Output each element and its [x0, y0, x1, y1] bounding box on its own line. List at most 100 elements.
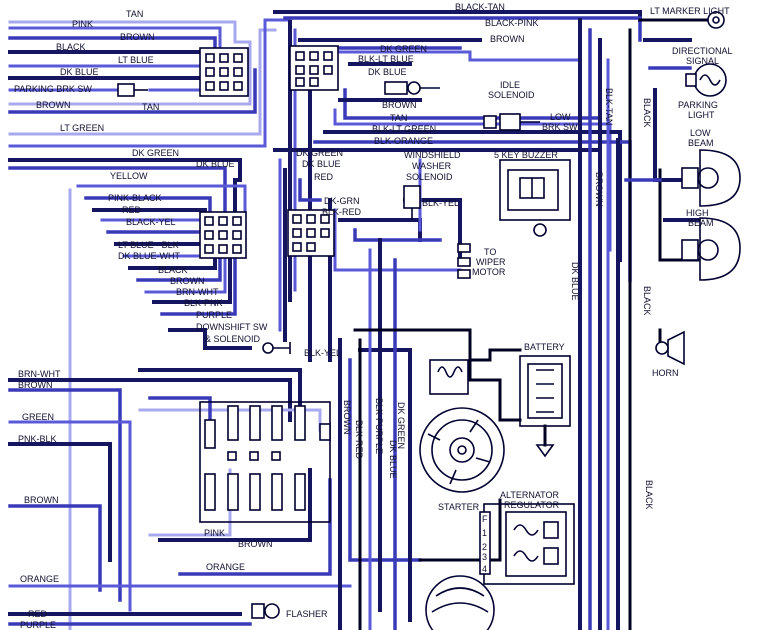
label-tan-top: TAN — [126, 9, 143, 19]
label-battery: BATTERY — [524, 342, 565, 352]
terminal-1: 1 — [482, 528, 487, 538]
label-blk-pnk: BLK-PNK — [184, 298, 223, 308]
label-dk-blue-left2: DK BLUE — [196, 159, 235, 169]
label-parking-brk-sw: PARKING BRK SW — [14, 84, 92, 94]
label-brown-right-top: BROWN — [490, 34, 525, 44]
label-washer: WASHER — [412, 161, 452, 171]
label-low-brk-2: BRK SW — [542, 122, 578, 132]
label-wiper: WIPER — [476, 257, 506, 267]
label-blk-purple-vert: BLK-PURPLE — [374, 398, 384, 454]
label-blk-red: BLK-RED — [322, 207, 362, 217]
connector-block-center-lower — [287, 209, 335, 257]
lt-marker-light — [707, 11, 725, 29]
starter — [418, 498, 502, 630]
label-motor: MOTOR — [472, 267, 506, 277]
label-black-pink: BLACK-PINK — [485, 18, 539, 28]
terminal-2: 2 — [482, 542, 487, 552]
label-lt-blue-left: LT BLUE — [118, 55, 154, 65]
label-flasher: FLASHER — [286, 609, 328, 619]
key-buzzer — [499, 159, 571, 237]
label-brown-left4: BROWN — [24, 495, 59, 505]
label-high-beam-2: BEAM — [688, 218, 714, 228]
label-pnk-blk: PNK-BLK — [18, 434, 57, 444]
label-black-left: BLACK — [56, 42, 86, 52]
label-pink: PINK — [72, 19, 93, 29]
label-red-left: RED — [122, 205, 142, 215]
label-downshift-sw: DOWNSHIFT SW — [196, 322, 268, 332]
label-regulator: REGULATOR — [504, 500, 560, 510]
label-orange-mid: ORANGE — [206, 562, 245, 572]
label-brown-bottom: BROWN — [238, 539, 273, 549]
label-lt-marker-light: LT MARKER LIGHT — [650, 6, 730, 16]
label-light: LIGHT — [688, 110, 715, 120]
label-brown-vert2: BROWN — [342, 400, 352, 435]
label-black-tan: BLACK-TAN — [455, 2, 505, 12]
label-low-brk-1: LOW — [550, 112, 571, 122]
label-brown-left2: BROWN — [36, 100, 71, 110]
label-brown-vert: BROWN — [594, 172, 604, 207]
label-blk-yel-mid: BLK-YEL — [304, 348, 341, 358]
label-brown-left3: BROWN — [18, 380, 53, 390]
label-purple-bottom: PURPLE — [20, 620, 56, 630]
label-solenoid: SOLENOID — [488, 90, 535, 100]
horn — [655, 330, 685, 366]
label-black-mid: BLACK — [158, 265, 188, 275]
terminal-4: 4 — [482, 564, 487, 574]
downshift-switch — [262, 342, 291, 354]
wire-label-layer: TAN PINK BROWN BLACK LT BLUE DK BLUE PAR… — [14, 2, 733, 630]
label-dk-green-center: DK GREEN — [296, 148, 343, 158]
label-blk-tan-vert: BLK-TAN — [604, 88, 614, 125]
label-dk-green-top: DK GREEN — [380, 44, 427, 54]
label-black-vert-top: BLACK — [642, 98, 652, 128]
label-low-beam-2: BEAM — [688, 138, 714, 148]
label-alternator: ALTERNATOR — [500, 490, 560, 500]
label-dk-blue-center: DK BLUE — [302, 159, 341, 169]
label-starter: STARTER — [438, 502, 480, 512]
label-brown-top: BROWN — [120, 32, 155, 42]
label-horn: HORN — [652, 368, 679, 378]
label-low-beam-1: LOW — [690, 128, 711, 138]
connector-block-upper-left — [199, 47, 249, 97]
connector-block-mid-left — [199, 211, 247, 259]
label-high-beam-1: HIGH — [686, 208, 709, 218]
alternator-regulator: F 1 2 3 4 — [479, 503, 575, 585]
left-upper-harness — [8, 18, 292, 222]
high-beam-lamp — [681, 217, 741, 281]
label-parking: PARKING — [678, 100, 718, 110]
label-blk-lt-blue: BLK-LT BLUE — [358, 54, 414, 64]
label-tan-mid: TAN — [390, 113, 407, 123]
wiper-motor-connector — [457, 243, 471, 279]
label-red-center: RED — [314, 172, 334, 182]
label-dk-grn: DK-GRN — [324, 196, 360, 206]
low-brake-switch — [483, 113, 540, 131]
label-brn-wht-mid: BRN-WHT — [176, 287, 219, 297]
label-dk-green-vert: DK GREEN — [396, 402, 406, 449]
label-dk-blue-vert: DK BLUE — [570, 262, 580, 301]
parking-brake-switch — [117, 83, 148, 97]
label-blk-orange: BLK-ORANGE — [374, 136, 433, 146]
label-brn-wht-left: BRN-WHT — [18, 369, 61, 379]
label-purple: PURPLE — [196, 310, 232, 320]
label-pink-black: PINK-BLACK — [108, 193, 162, 203]
label-brown-mid: BROWN — [170, 276, 205, 286]
label-idle: IDLE — [500, 80, 520, 90]
label-tan-left2: TAN — [142, 102, 159, 112]
label-black-yel: BLACK-YEL — [126, 217, 176, 227]
label-key-buzzer: 5 KEY BUZZER — [494, 150, 558, 160]
label-red-bottom: RED — [28, 609, 48, 619]
label-blk-red-vert: BLK-RED — [354, 420, 364, 460]
label-solenoid-center: SOLENOID — [406, 172, 453, 182]
label-dk-blue-wht: DK BLUE-WHT — [118, 251, 181, 261]
idle-solenoid — [384, 81, 440, 95]
label-dk-green-left: DK GREEN — [132, 148, 179, 158]
label-dk-blue-vert2: DK BLUE — [388, 440, 398, 479]
label-orange-left: ORANGE — [20, 574, 59, 584]
low-beam-lamp — [681, 149, 741, 207]
label-yellow: YELLOW — [110, 171, 148, 181]
label-brown-mid2: BROWN — [382, 100, 417, 110]
right-harness — [578, 18, 712, 630]
label-to: TO — [484, 247, 496, 257]
flasher — [251, 603, 280, 619]
connector-block-center — [289, 45, 339, 91]
